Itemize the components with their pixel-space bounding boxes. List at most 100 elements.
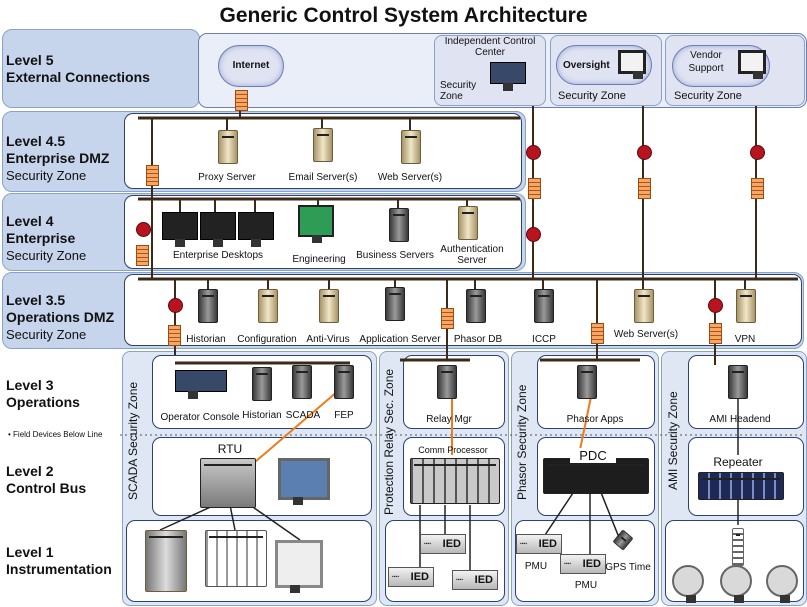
field-devices-note: • Field Devices Below Line [8, 430, 103, 439]
firewall-icon [168, 325, 181, 346]
transformer-icon [145, 530, 187, 592]
pmu-ied-label: IED [582, 558, 601, 570]
web-server-label: Web Server(s) [377, 172, 443, 183]
fep-server-icon [334, 365, 354, 399]
level-35-desc: Operations DMZ [6, 309, 115, 325]
router-icon [750, 145, 765, 160]
iccp-server-icon [534, 289, 554, 323]
web-server-icon [401, 130, 421, 164]
auth-server-label: Authentication Server [440, 244, 504, 266]
firewall-icon [591, 323, 604, 344]
email-server-label: Email Server(s) [288, 172, 358, 183]
ied-device-icon: IED [388, 567, 434, 587]
firewall-icon [751, 178, 764, 199]
level-4-name: Level 4 [6, 213, 54, 229]
phasor-db-label: Phasor DB [453, 334, 503, 345]
icc-zone [434, 35, 546, 106]
repeater-device-icon [698, 472, 784, 500]
radio-tower-icon [732, 528, 744, 566]
vpn-server-icon [736, 289, 756, 323]
hmi-panel-icon [278, 458, 330, 505]
ied-device-icon: IED [452, 570, 498, 590]
icc-console-icon [490, 62, 526, 91]
level-35-name: Level 3.5 [6, 292, 66, 308]
ied-device-icon: IED [420, 534, 466, 554]
pmu-label: PMU [524, 561, 548, 572]
operator-console-icon [175, 370, 227, 399]
pmu-ied-label: IED [538, 538, 557, 550]
relay-mgr-label: Relay Mgr [426, 414, 472, 425]
firewall-icon [136, 245, 149, 266]
level-3-desc: Operations [6, 394, 80, 410]
rtu-device-icon [200, 458, 256, 508]
firewall-icon [146, 165, 159, 186]
comm-processor-label: Comm Processor [418, 445, 488, 455]
level-3-label: Level 3 Operations [6, 377, 80, 411]
relay-mgr-server-icon [437, 365, 457, 399]
pmu-ied-icon: IED [516, 534, 562, 554]
router-icon [708, 298, 723, 313]
ied-label: IED [442, 538, 461, 550]
level-4-desc: Enterprise [6, 230, 76, 246]
internet-label: Internet [232, 60, 270, 71]
proxy-server-label: Proxy Server [198, 172, 256, 183]
application-server-label: Application Server [359, 334, 441, 345]
icc-zone-label: Security Zone [440, 80, 477, 102]
vpn-label: VPN [734, 334, 756, 345]
business-server-icon [389, 208, 409, 242]
web-server-ops-icon [634, 289, 654, 323]
desktop-monitor-icon [200, 212, 236, 247]
fep-label: FEP [334, 410, 354, 421]
vendor-monitor-icon [738, 50, 766, 79]
configuration-label: Configuration [237, 334, 297, 345]
level-3-name: Level 3 [6, 377, 54, 393]
pdc-label: PDC [570, 448, 616, 463]
level-35-sub: Security Zone [6, 327, 87, 342]
engineering-workstation-icon [298, 205, 334, 243]
repeater-label: Repeater [713, 455, 763, 469]
level-45-desc: Enterprise DMZ [6, 150, 110, 166]
router-icon [526, 227, 541, 242]
firewall-icon [235, 90, 248, 111]
ied-label: IED [474, 574, 493, 586]
router-icon [637, 145, 652, 160]
scada-historian-icon [252, 367, 272, 401]
level-45-sub: Security Zone [6, 168, 87, 183]
historian-label: Historian [186, 334, 226, 345]
vendor-label: Vendor Support [688, 50, 724, 74]
scada-server-label: SCADA [285, 410, 321, 421]
level-5-name: Level 5 [6, 52, 54, 68]
pdc-device-icon [543, 458, 649, 494]
engineering-label: Engineering [292, 254, 346, 265]
enterprise-desktops-label: Enterprise Desktops [172, 250, 264, 261]
gps-time-label: GPS Time [605, 562, 651, 573]
business-servers-label: Business Servers [356, 250, 434, 261]
level-5-desc: External Connections [6, 69, 150, 85]
router-icon [526, 145, 541, 160]
application-server-icon [385, 287, 405, 321]
protection-zone-label: Protection Relay Sec. Zone [382, 368, 396, 515]
antivirus-server-icon [319, 289, 339, 323]
phasor-db-server-icon [466, 289, 486, 323]
ami-headend-server-icon [728, 365, 748, 399]
pmu-ied-icon: IED [560, 554, 606, 574]
switchgear-icon [205, 530, 267, 587]
firewall-icon [709, 323, 722, 344]
level-45-name: Level 4.5 [6, 133, 66, 149]
firewall-icon [638, 178, 651, 199]
phasor-zone-label: Phasor Security Zone [515, 384, 529, 500]
auth-server-icon [458, 206, 478, 240]
level-2-label: Level 2 Control Bus [6, 463, 86, 497]
desktop-monitor-icon [162, 212, 198, 247]
comm-processor-icon [410, 458, 500, 504]
firewall-icon [528, 178, 541, 199]
phasor-apps-label: Phasor Apps [566, 414, 624, 425]
level-5-label: Level 5 External Connections [6, 52, 150, 86]
level-1-label: Level 1 Instrumentation [6, 544, 112, 578]
band-lower-levels [2, 351, 120, 603]
firewall-icon [441, 308, 454, 329]
oversight-monitor-icon [618, 50, 646, 79]
scada-zone-label: SCADA Security Zone [126, 381, 140, 500]
iccp-label: ICCP [532, 334, 556, 345]
